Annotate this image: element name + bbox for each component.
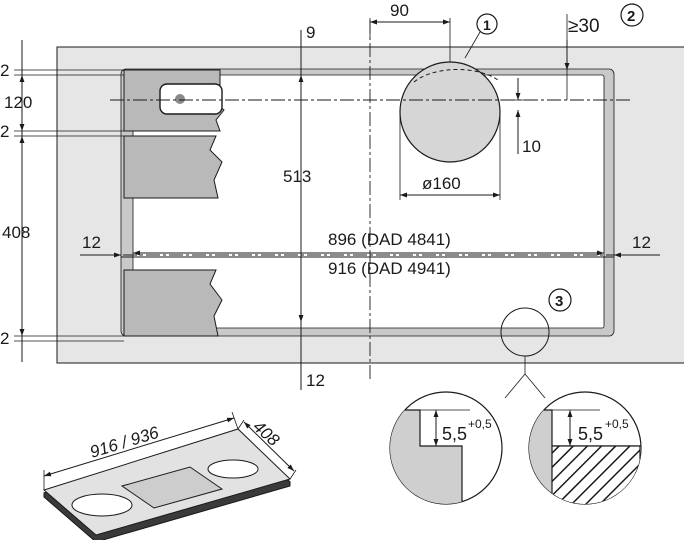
iso-length-label: 916 / 936 (88, 423, 162, 462)
depth-408-label: 408 (2, 223, 30, 242)
detail-right-hatch (551, 445, 641, 504)
cooking-zone-left (71, 493, 133, 517)
cooking-zone-right (207, 459, 259, 479)
callout-1-label: 1 (483, 17, 491, 33)
offset-9-label: 9 (306, 23, 315, 42)
callout-3-marker (548, 288, 572, 312)
gap-top-label: 2 (0, 61, 9, 80)
detail-left-tolerance: +0,5 (468, 417, 492, 431)
gap-bottom-label: 2 (0, 329, 9, 348)
callout-3-label: 3 (555, 293, 563, 310)
left-panel-bottom (123, 269, 223, 337)
callout-2-marker (620, 3, 644, 27)
depth-513-label: 513 (283, 167, 311, 186)
detail-right-tolerance: +0,5 (605, 417, 629, 431)
clearance-arc (413, 68, 499, 83)
width-896-label: 896 (DAD 4841) (328, 230, 451, 249)
hob-control-slot (159, 83, 223, 115)
control-knob-icon (175, 94, 185, 104)
width-916-label: 916 (DAD 4941) (328, 259, 451, 278)
detail-left-value: 5,5 (442, 424, 467, 444)
bottom-12-label: 12 (306, 371, 325, 390)
offset-90-label: 90 (390, 1, 409, 20)
diameter-label: ø160 (422, 174, 461, 193)
detail-right-value: 5,5 (578, 424, 603, 444)
callout-1-marker (476, 13, 498, 35)
hole-120-label: 120 (4, 93, 32, 112)
callout-2-label: 2 (627, 8, 635, 25)
gap-mid-label: 2 (0, 122, 9, 141)
min-clearance-label: ≥30 (568, 16, 600, 37)
left-panel-top (123, 69, 225, 132)
downdraft-circle (399, 61, 501, 163)
left-panel-middle (123, 135, 223, 199)
side-right-12-label: 12 (632, 233, 651, 252)
side-left-12-label: 12 (82, 233, 101, 252)
small-10-label: 10 (522, 137, 541, 156)
hob-isometric-view (42, 428, 291, 540)
